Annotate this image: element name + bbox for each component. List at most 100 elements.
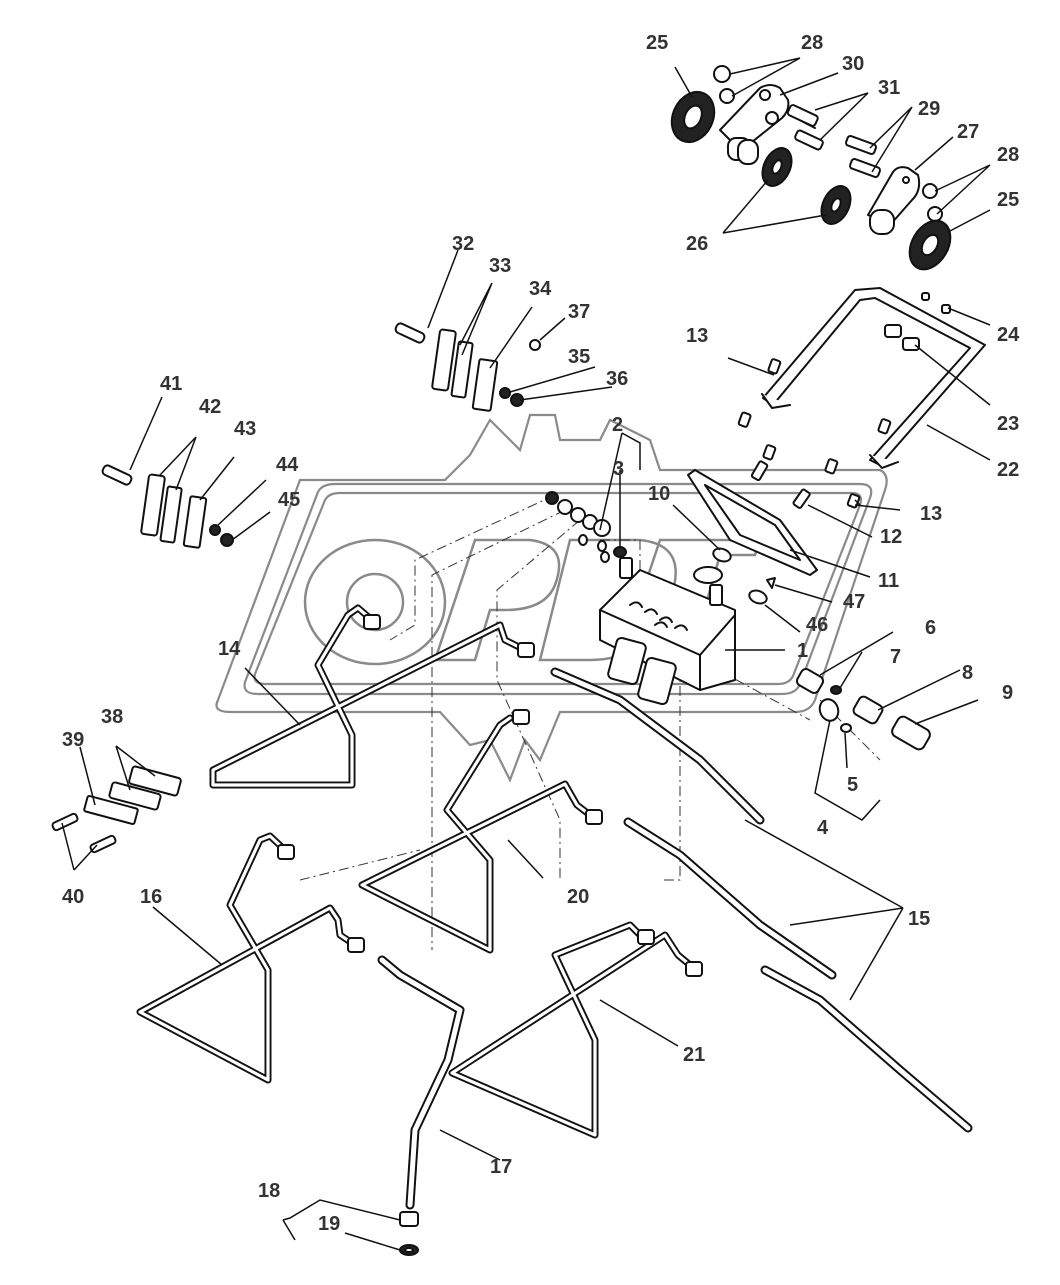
callout-15: 15	[908, 908, 930, 930]
fitting-18	[399, 1211, 419, 1227]
clamp-assembly-upper	[394, 322, 541, 412]
nut-45	[220, 533, 234, 547]
callout-14: 14	[218, 638, 241, 660]
callout-22: 22	[997, 459, 1019, 481]
callout-29: 29	[918, 98, 940, 120]
callout-4: 4	[817, 817, 829, 839]
callout-labels: 1 2 3 4 5 6 7 8 9 10 11 12 13 13 14 15 1…	[62, 32, 1020, 1235]
callout-11: 11	[878, 570, 899, 592]
callout-16: 16	[140, 886, 162, 908]
arm-30	[719, 84, 790, 165]
callout-30: 30	[842, 53, 864, 75]
cover-plate-39	[83, 794, 139, 826]
callout-46: 46	[806, 614, 828, 636]
callout-5: 5	[847, 774, 858, 796]
tube-line-21	[448, 921, 703, 1139]
watermark-letter-p	[433, 538, 561, 662]
callout-39: 39	[62, 729, 84, 751]
callout-42: 42	[199, 396, 221, 418]
callout-10: 10	[648, 483, 670, 505]
hose-15-a	[550, 667, 765, 825]
bolt-41	[101, 464, 133, 486]
hose-15-b	[623, 817, 837, 980]
hose-15-c	[760, 965, 973, 1133]
bolt-31	[786, 104, 824, 151]
tube-line-14	[209, 604, 535, 789]
clamp-half-42	[140, 473, 166, 537]
callout-19: 19	[318, 1213, 340, 1235]
callout-7: 7	[890, 646, 901, 668]
bracket-assembly	[761, 287, 986, 469]
callout-20: 20	[567, 886, 589, 908]
clamp-half-38	[128, 765, 182, 797]
callout-12: 12	[880, 526, 902, 548]
callout-23: 23	[997, 413, 1019, 435]
valve-fittings	[545, 491, 776, 605]
cover-plate-43	[182, 495, 208, 549]
callout-2: 2	[612, 414, 623, 436]
roller-26	[761, 147, 852, 225]
watermark-inner-frame	[243, 482, 873, 696]
nut-28-upper	[713, 65, 735, 104]
callout-41: 41	[160, 373, 182, 395]
valve-block-1	[599, 557, 736, 706]
callout-36: 36	[606, 368, 628, 390]
callout-31: 31	[878, 77, 900, 99]
callout-28-upper: 28	[801, 32, 823, 54]
watermark-letter-o	[303, 538, 447, 666]
callout-37: 37	[568, 301, 590, 323]
clamp-assembly-lower-left	[51, 765, 182, 854]
callout-25-right: 25	[997, 189, 1019, 211]
watermark-gear-outline	[215, 413, 888, 783]
callout-9: 9	[1002, 682, 1013, 704]
callout-43: 43	[234, 418, 256, 440]
callout-3: 3	[613, 458, 624, 480]
callout-13-lower: 13	[920, 503, 942, 525]
callout-47: 47	[843, 591, 865, 613]
hoses	[377, 667, 973, 1256]
callout-13-upper: 13	[686, 325, 708, 347]
roller-25-right	[908, 219, 952, 271]
roller-arm-assembly	[670, 65, 952, 271]
callout-18: 18	[258, 1180, 280, 1202]
bolt-32	[394, 322, 426, 344]
callout-27: 27	[957, 121, 979, 143]
callout-6: 6	[925, 617, 936, 639]
washer-35	[499, 387, 511, 399]
clamp-assembly-left	[101, 464, 234, 549]
rubber-buffer-23	[884, 324, 902, 338]
callout-26: 26	[686, 233, 708, 255]
right-fittings	[795, 668, 931, 751]
clamp-half-33	[431, 328, 457, 392]
tube-lines	[136, 604, 703, 1139]
hose-17	[377, 955, 465, 1210]
callout-25-left: 25	[646, 32, 668, 54]
bolts-12-13	[737, 358, 892, 509]
bolt-40	[51, 812, 79, 832]
washer-44	[209, 524, 221, 536]
callout-34: 34	[529, 278, 552, 300]
callout-38: 38	[101, 706, 123, 728]
callout-21: 21	[683, 1044, 705, 1066]
callout-33: 33	[489, 255, 511, 277]
bracket-22	[762, 287, 986, 466]
watermark	[215, 413, 888, 783]
roller-25-left	[670, 90, 716, 144]
bolt-29	[845, 135, 881, 178]
tube-line-16	[136, 832, 365, 1084]
callout-45: 45	[278, 489, 300, 511]
callout-8: 8	[962, 662, 973, 684]
cover-plate-34	[471, 358, 499, 412]
callout-1: 1	[797, 640, 808, 662]
callout-40: 40	[62, 886, 84, 908]
callout-35: 35	[568, 346, 590, 368]
callout-24: 24	[997, 324, 1020, 346]
leader-lines	[61, 57, 991, 1251]
nut-24	[921, 292, 930, 301]
nut-37	[529, 339, 541, 351]
nut-28-lower	[922, 183, 943, 222]
tube-line-20	[358, 709, 603, 954]
arm-27	[867, 166, 921, 235]
callout-32: 32	[452, 233, 474, 255]
